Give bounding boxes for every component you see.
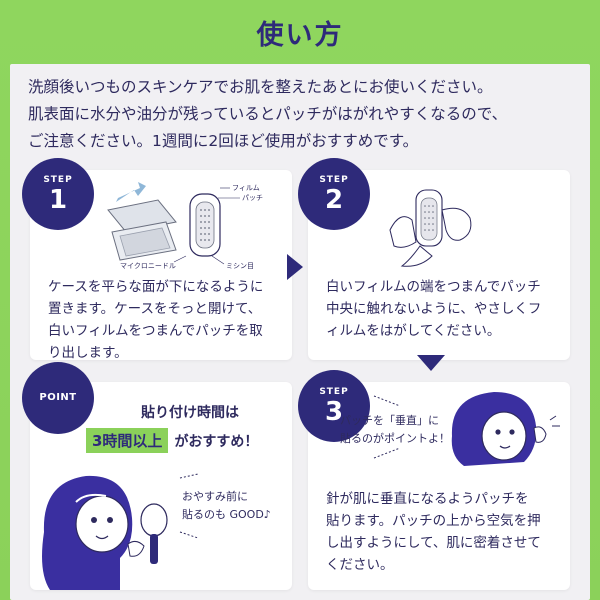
step1-line: 置きます。ケースをそっと開けて、: [48, 301, 262, 317]
step1-number: 1: [48, 185, 68, 215]
step3-bubble-line: パッチを「垂直」に: [340, 414, 439, 427]
label-film: フィルム: [232, 184, 260, 192]
step3-line: ください。: [326, 557, 394, 573]
step2-badge: STEP 2: [298, 158, 370, 230]
step3-badge-label: STEP: [319, 387, 349, 397]
step3-badge: STEP 3: [298, 370, 370, 442]
label-perforation: ミシン目: [226, 262, 254, 270]
arrow-right-icon: [287, 254, 303, 280]
point-highlight-row: 3時間以上 がおすすめ！: [86, 428, 296, 453]
step2-line: 中央に触れないように、やさしくフ: [326, 301, 542, 317]
point-bubble-line: 貼るのも GOOD♪: [182, 508, 271, 521]
step1-illustration: フィルム パッチ マイクロニードル ミシン目: [107, 182, 263, 270]
step2-badge-label: STEP: [319, 175, 349, 185]
step1-text: ケースを平らな面が下になるように 置きます。ケースをそっと開けて、 白いフィルム…: [48, 276, 288, 364]
case-icon: [107, 199, 177, 261]
step3-number: 3: [324, 397, 344, 427]
step3-line: し出すようにして、肌に密着させて: [326, 535, 541, 551]
step2-text: 白いフィルムの端をつまんでパッチ 中央に触れないように、やさしくフ ィルムをはが…: [326, 276, 566, 342]
step2-illustration: [389, 189, 472, 267]
woman-with-mirror-illustration: [42, 475, 168, 590]
point-badge-label: POINT: [39, 392, 77, 403]
lift-arrow-icon: [116, 182, 146, 202]
point-title: 貼り付け時間は: [141, 405, 239, 421]
label-microneedle: マイクロニードル: [120, 262, 176, 270]
intro-line: 洗顔後いつものスキンケアでお肌を整えたあとにお使いください。: [28, 78, 493, 96]
intro-text: 洗顔後いつものスキンケアでお肌を整えたあとにお使いください。 肌表面に水分や油分…: [28, 74, 578, 155]
header: 使い方: [0, 0, 600, 64]
step2-number: 2: [324, 185, 344, 215]
label-patch: パッチ: [242, 194, 263, 202]
step3-bubble-line: 貼るのがポイントよ！: [340, 432, 450, 445]
arrow-down-icon: [417, 355, 445, 371]
step3-line: 針が肌に垂直になるようパッチを: [326, 491, 529, 507]
point-bubble-lines: [179, 473, 199, 539]
step1-line: 白いフィルムをつまんでパッチを取: [48, 323, 263, 339]
step2-line: 白いフィルムの端をつまんでパッチ: [326, 279, 541, 295]
step1-badge: STEP 1: [22, 158, 94, 230]
woman-applying-patch-illustration: [451, 392, 560, 466]
point-bubble-line: おやすみ前に: [182, 490, 248, 503]
step1-line: り出します。: [48, 345, 128, 361]
step3-bubble: パッチを「垂直」に 貼るのがポイントよ！: [340, 412, 480, 448]
step3-line: 貼ります。パッチの上から空気を押: [326, 513, 541, 529]
point-badge: POINT: [22, 362, 94, 434]
step3-text: 針が肌に垂直になるようパッチを 貼ります。パッチの上から空気を押 し出すようにし…: [326, 488, 566, 576]
page-title: 使い方: [256, 19, 344, 51]
point-highlight: 3時間以上: [86, 428, 169, 453]
point-suffix: がおすすめ！: [174, 433, 259, 450]
step3-bubble-lines: [373, 395, 401, 459]
step2-line: ィルムをはがしてください。: [326, 323, 501, 339]
intro-line: ご注意ください。1週間に2回ほど使用がおすすめです。: [28, 132, 419, 150]
step1-badge-label: STEP: [43, 175, 73, 185]
patch-detail-icon: [173, 187, 240, 265]
peeling-hands-icon: [389, 189, 472, 267]
step1-line: ケースを平らな面が下になるように: [48, 279, 264, 295]
point-bubble: おやすみ前に 貼るのも GOOD♪: [182, 488, 292, 524]
intro-line: 肌表面に水分や油分が残っているとパッチがはがれやすくなるので、: [28, 105, 508, 123]
